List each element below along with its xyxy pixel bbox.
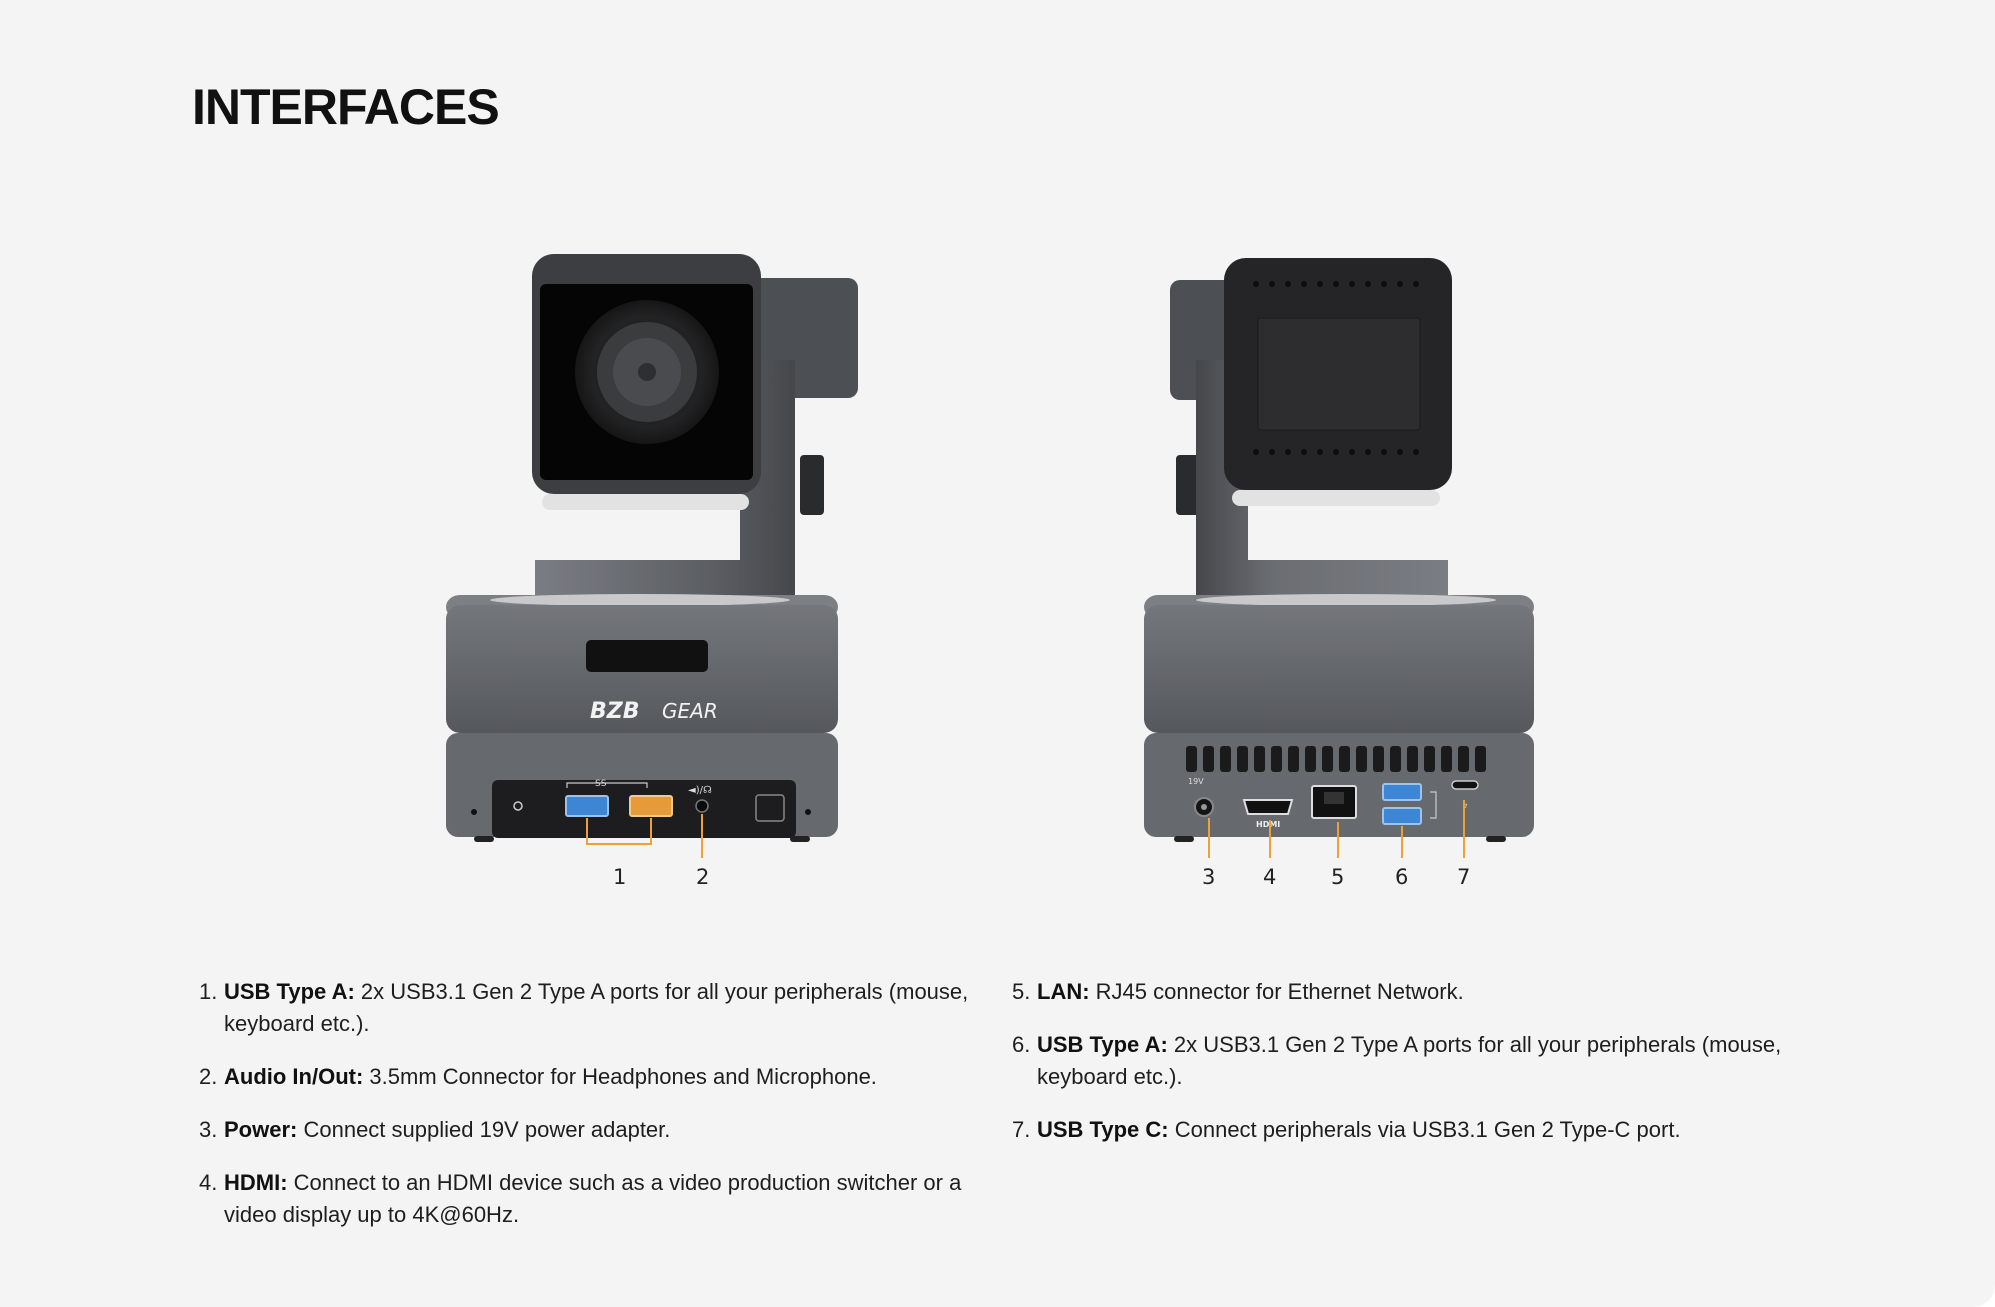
sensor-window <box>586 640 708 672</box>
power-voltage-label: 19V <box>1188 777 1204 786</box>
brand-logo-suffix: GEAR <box>662 699 718 723</box>
interface-description: Connect peripherals via USB3.1 Gen 2 Typ… <box>1168 1117 1681 1142</box>
interface-description: 2x USB3.1 Gen 2 Type A ports for all you… <box>1037 1032 1782 1089</box>
callout-lines-rear <box>1208 800 1465 858</box>
camera-front-view: BZB GEAR SS ◄)/☊ 1 2 <box>446 254 858 889</box>
lock-slot <box>755 794 785 822</box>
callout-lines-front <box>586 814 703 858</box>
interface-name: Audio In/Out: <box>224 1064 364 1089</box>
callout-7: 7 <box>1457 865 1470 889</box>
interface-name: USB Type A: <box>1037 1032 1168 1057</box>
interface-name: USB Type A: <box>224 979 355 1004</box>
usb-a-port-bottom <box>1382 807 1422 825</box>
list-item: 3.Power: Connect supplied 19V power adap… <box>199 1117 671 1142</box>
usb-a-port-orange <box>629 795 673 817</box>
interface-name: HDMI: <box>224 1170 288 1195</box>
usb-a-port-blue <box>565 795 609 817</box>
usb-a-port-top <box>1382 783 1422 801</box>
list-item: 5.LAN: RJ45 connector for Ethernet Netwo… <box>1012 979 1464 1004</box>
audio-icon: ◄)/☊ <box>688 785 712 796</box>
interface-name: LAN: <box>1037 979 1090 1004</box>
list-item: 1.USB Type A: 2x USB3.1 Gen 2 Type A por… <box>199 979 969 1036</box>
vent-dots <box>1253 281 1419 455</box>
list-item: 2.Audio In/Out: 3.5mm Connector for Head… <box>199 1064 877 1089</box>
rear-vents <box>1186 746 1486 772</box>
section-title: INTERFACES <box>192 79 500 135</box>
callout-3: 3 <box>1202 865 1215 889</box>
callout-5: 5 <box>1331 865 1344 889</box>
list-item: 6.USB Type A: 2x USB3.1 Gen 2 Type A por… <box>1012 1032 1782 1089</box>
usb-c-port <box>1451 780 1479 790</box>
power-icon <box>513 801 523 811</box>
camera-rear-view: 19V HDMI ϟ 3 4 5 6 7 <box>1144 258 1534 889</box>
interface-name: USB Type C: <box>1037 1117 1169 1142</box>
hdmi-port <box>1242 799 1294 815</box>
interface-list-right: 5.LAN: RJ45 connector for Ethernet Netwo… <box>1005 976 1805 1167</box>
interface-name: Power: <box>224 1117 298 1142</box>
interface-description: Connect supplied 19V power adapter. <box>297 1117 671 1142</box>
arm-side <box>800 455 824 515</box>
interface-description: Connect to an HDMI device such as a vide… <box>224 1170 962 1227</box>
callout-2: 2 <box>696 865 709 889</box>
usb-ss-badge: SS <box>595 779 607 789</box>
hdmi-label: HDMI <box>1256 820 1280 829</box>
list-item: 7.USB Type C: Connect peripherals via US… <box>1012 1117 1681 1142</box>
brand-logo: BZB <box>590 699 640 724</box>
camera-base-rear <box>1144 605 1534 733</box>
audio-jack <box>695 799 709 813</box>
interface-description: 3.5mm Connector for Headphones and Micro… <box>363 1064 877 1089</box>
interface-list-left: 1.USB Type A: 2x USB3.1 Gen 2 Type A por… <box>192 976 982 1252</box>
callout-1: 1 <box>613 865 626 889</box>
callout-6: 6 <box>1395 865 1408 889</box>
list-item: 4.HDMI: Connect to an HDMI device such a… <box>199 1170 962 1227</box>
callout-4: 4 <box>1263 865 1276 889</box>
interface-description: RJ45 connector for Ethernet Network. <box>1089 979 1464 1004</box>
interface-description: 2x USB3.1 Gen 2 Type A ports for all you… <box>224 979 969 1036</box>
